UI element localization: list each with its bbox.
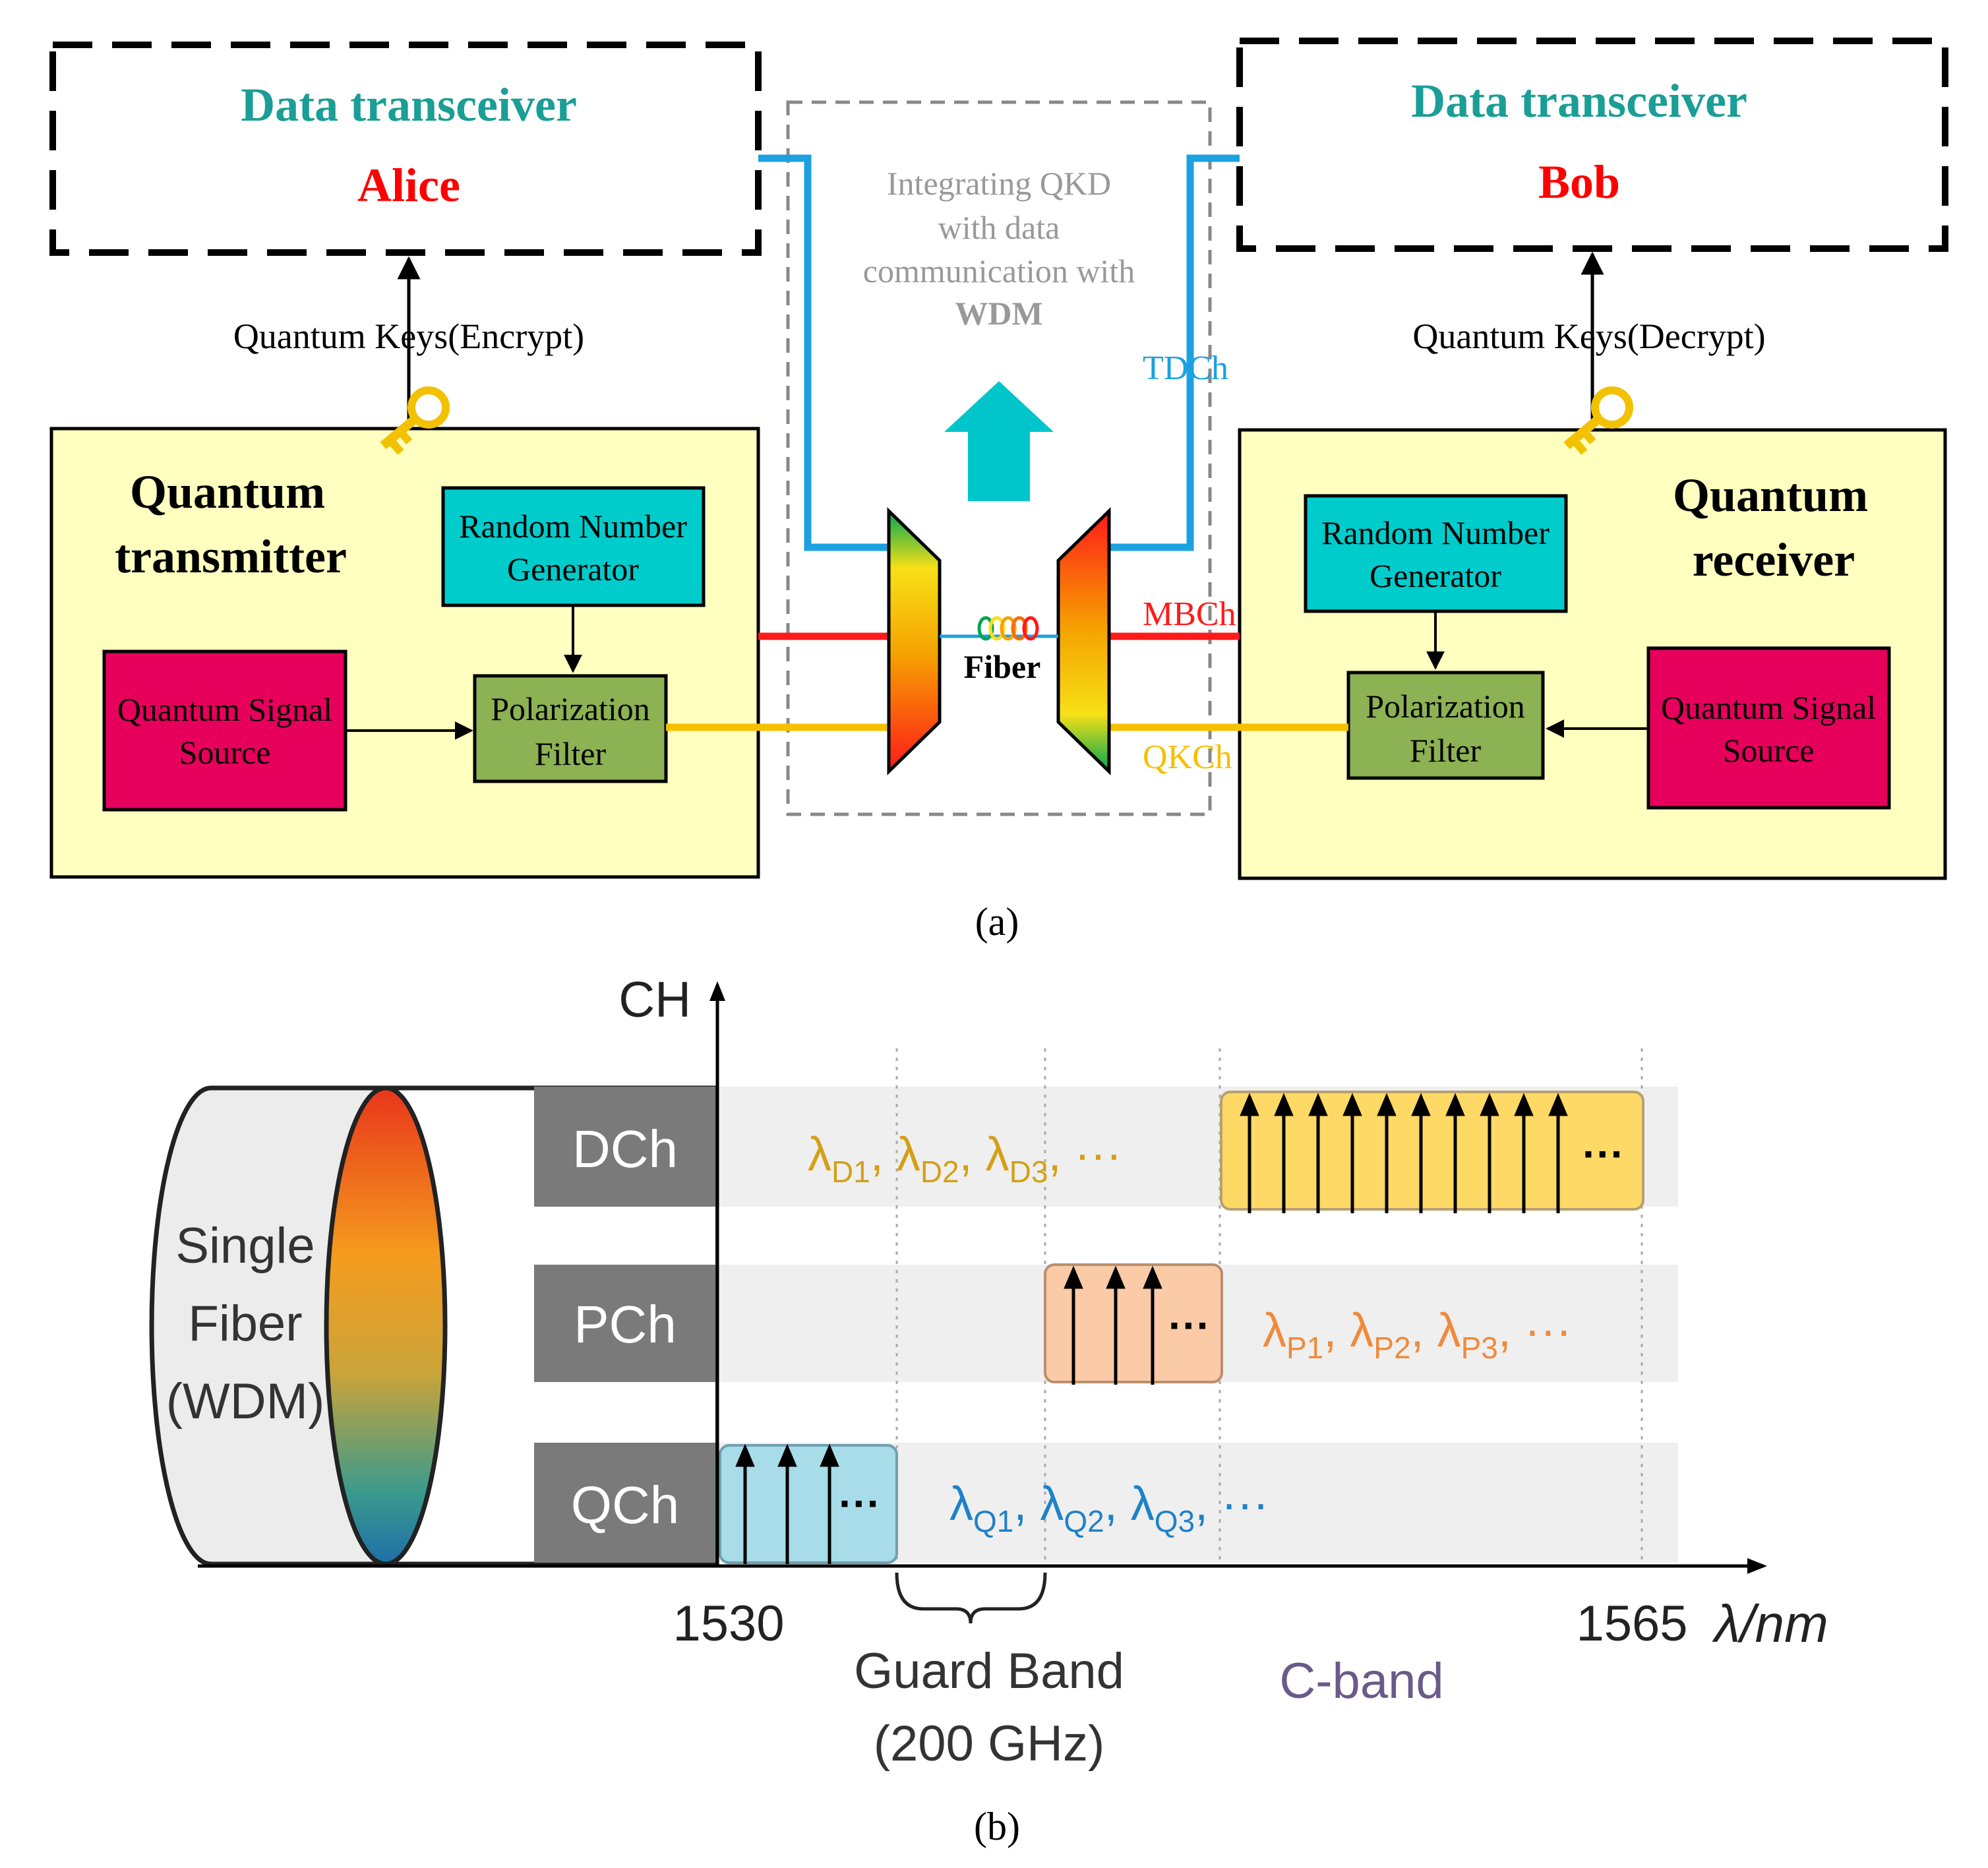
pch-arrows	[1064, 1265, 1162, 1385]
alice-filter-box	[473, 674, 668, 783]
bob-source-line1: Quantum Signal	[1661, 689, 1876, 726]
fiber-label: Fiber	[964, 648, 1041, 685]
row-label-box-dch	[534, 1087, 715, 1207]
transmitter-title-line1: Quantum	[130, 466, 325, 518]
mbch-label: MBCh	[1143, 595, 1236, 633]
alice-rng-line1: Random Number	[459, 508, 687, 545]
panel-b: Single Fiber (WDM) DCh PCh QCh	[149, 972, 1828, 1848]
key-icon	[380, 386, 450, 455]
bob-filter-line2: Filter	[1410, 732, 1482, 769]
wdm-demux-right	[1056, 507, 1111, 775]
alice-filter-line2: Filter	[535, 735, 607, 772]
row-label-box-qch	[534, 1443, 715, 1563]
alice-source-line1: Quantum Signal	[117, 691, 332, 728]
caption-a: (a)	[975, 900, 1019, 944]
tdch-line-right	[1109, 154, 1240, 551]
receiver-title-line1: Quantum	[1673, 469, 1868, 522]
qkch-label: QKCh	[1143, 738, 1232, 776]
cband-label: C-band	[1279, 1653, 1443, 1709]
bob-filter-box	[1346, 671, 1545, 780]
alice-key-label: Quantum Keys(Encrypt)	[233, 316, 584, 356]
wdm-text-line4: WDM	[955, 295, 1042, 332]
dch-channel-block	[1220, 1091, 1644, 1211]
pch-ellipsis: ···	[1168, 1302, 1211, 1349]
dch-wavelength-seq: λD1, λD2, λD3, ···	[808, 1128, 1122, 1189]
bob-transceiver-title: Data transceiver	[1411, 75, 1747, 127]
bob-rng-line2: Generator	[1370, 557, 1501, 594]
wdm-text-line1: Integrating QKD	[887, 165, 1111, 202]
x-axis-arrowhead-icon	[1747, 1558, 1767, 1574]
alice-transceiver-title: Data transceiver	[241, 78, 577, 131]
qch-wavelength-seq: λQ1, λQ2, λQ3, ···	[949, 1478, 1269, 1538]
bob-key-label: Quantum Keys(Decrypt)	[1412, 316, 1765, 356]
wdm-text-line2: with data	[938, 209, 1060, 246]
alice-source-box	[102, 649, 347, 812]
wdm-region-box	[786, 100, 1212, 816]
pch-wavelength-seq: λP1, λP2, λP3, ···	[1263, 1304, 1572, 1365]
caption-b: (b)	[974, 1805, 1020, 1848]
x-axis-label: λ/nm	[1712, 1594, 1828, 1653]
y-axis-label: CH	[618, 972, 691, 1028]
panel-a: Data transceiver Alice Data transceiver …	[49, 38, 1948, 944]
alice-rng-line2: Generator	[507, 551, 639, 588]
transmitter-title-line2: transmitter	[115, 530, 347, 583]
tick-label-1565: 1565	[1576, 1596, 1687, 1652]
fiber-lens-icon	[324, 1085, 448, 1567]
bob-source-line2: Source	[1723, 732, 1815, 769]
row-label-dch: DCh	[572, 1120, 678, 1178]
bob-rng-line1: Random Number	[1321, 514, 1550, 551]
single-fiber-line2: Fiber	[188, 1296, 302, 1352]
single-fiber-line3: (WDM)	[166, 1373, 325, 1430]
qch-ellipsis: ···	[839, 1480, 881, 1527]
row-label-box-pch	[534, 1265, 715, 1382]
alice-source-line2: Source	[179, 734, 271, 771]
row-label-qch: QCh	[571, 1476, 680, 1534]
row-label-pch: PCh	[574, 1295, 677, 1354]
bob-transceiver-box	[1236, 38, 1948, 252]
tdch-line-left	[758, 154, 889, 551]
wdm-mux-left	[887, 507, 942, 775]
alice-transceiver-box	[49, 42, 762, 256]
guard-band-line1: Guard Band	[854, 1643, 1124, 1699]
alice-rng-box	[441, 486, 706, 607]
wdm-text-line3: communication with	[863, 253, 1135, 289]
bob-filter-line1: Polarization	[1366, 688, 1525, 725]
qch-arrows	[735, 1443, 839, 1564]
single-fiber-line1: Single	[175, 1218, 315, 1274]
fiber-coil-icon	[977, 616, 1039, 641]
guard-band-line2: (200 GHz)	[874, 1716, 1105, 1772]
guard-band-brace	[895, 1572, 1047, 1624]
dch-arrows	[1240, 1093, 1568, 1213]
bob-name: Bob	[1538, 156, 1620, 208]
qch-channel-block	[719, 1444, 898, 1564]
up-arrow-icon	[944, 381, 1054, 501]
receiver-title-line2: receiver	[1693, 533, 1855, 586]
bob-source-box	[1646, 646, 1891, 810]
y-axis-arrowhead-icon	[709, 981, 725, 1001]
alice-name: Alice	[357, 159, 460, 212]
alice-filter-line1: Polarization	[491, 690, 650, 727]
dch-ellipsis: ···	[1582, 1130, 1625, 1178]
pch-channel-block	[1044, 1263, 1223, 1383]
key-icon	[1563, 386, 1633, 455]
tick-label-1530: 1530	[673, 1596, 784, 1652]
tdch-label: TDCh	[1143, 349, 1228, 387]
